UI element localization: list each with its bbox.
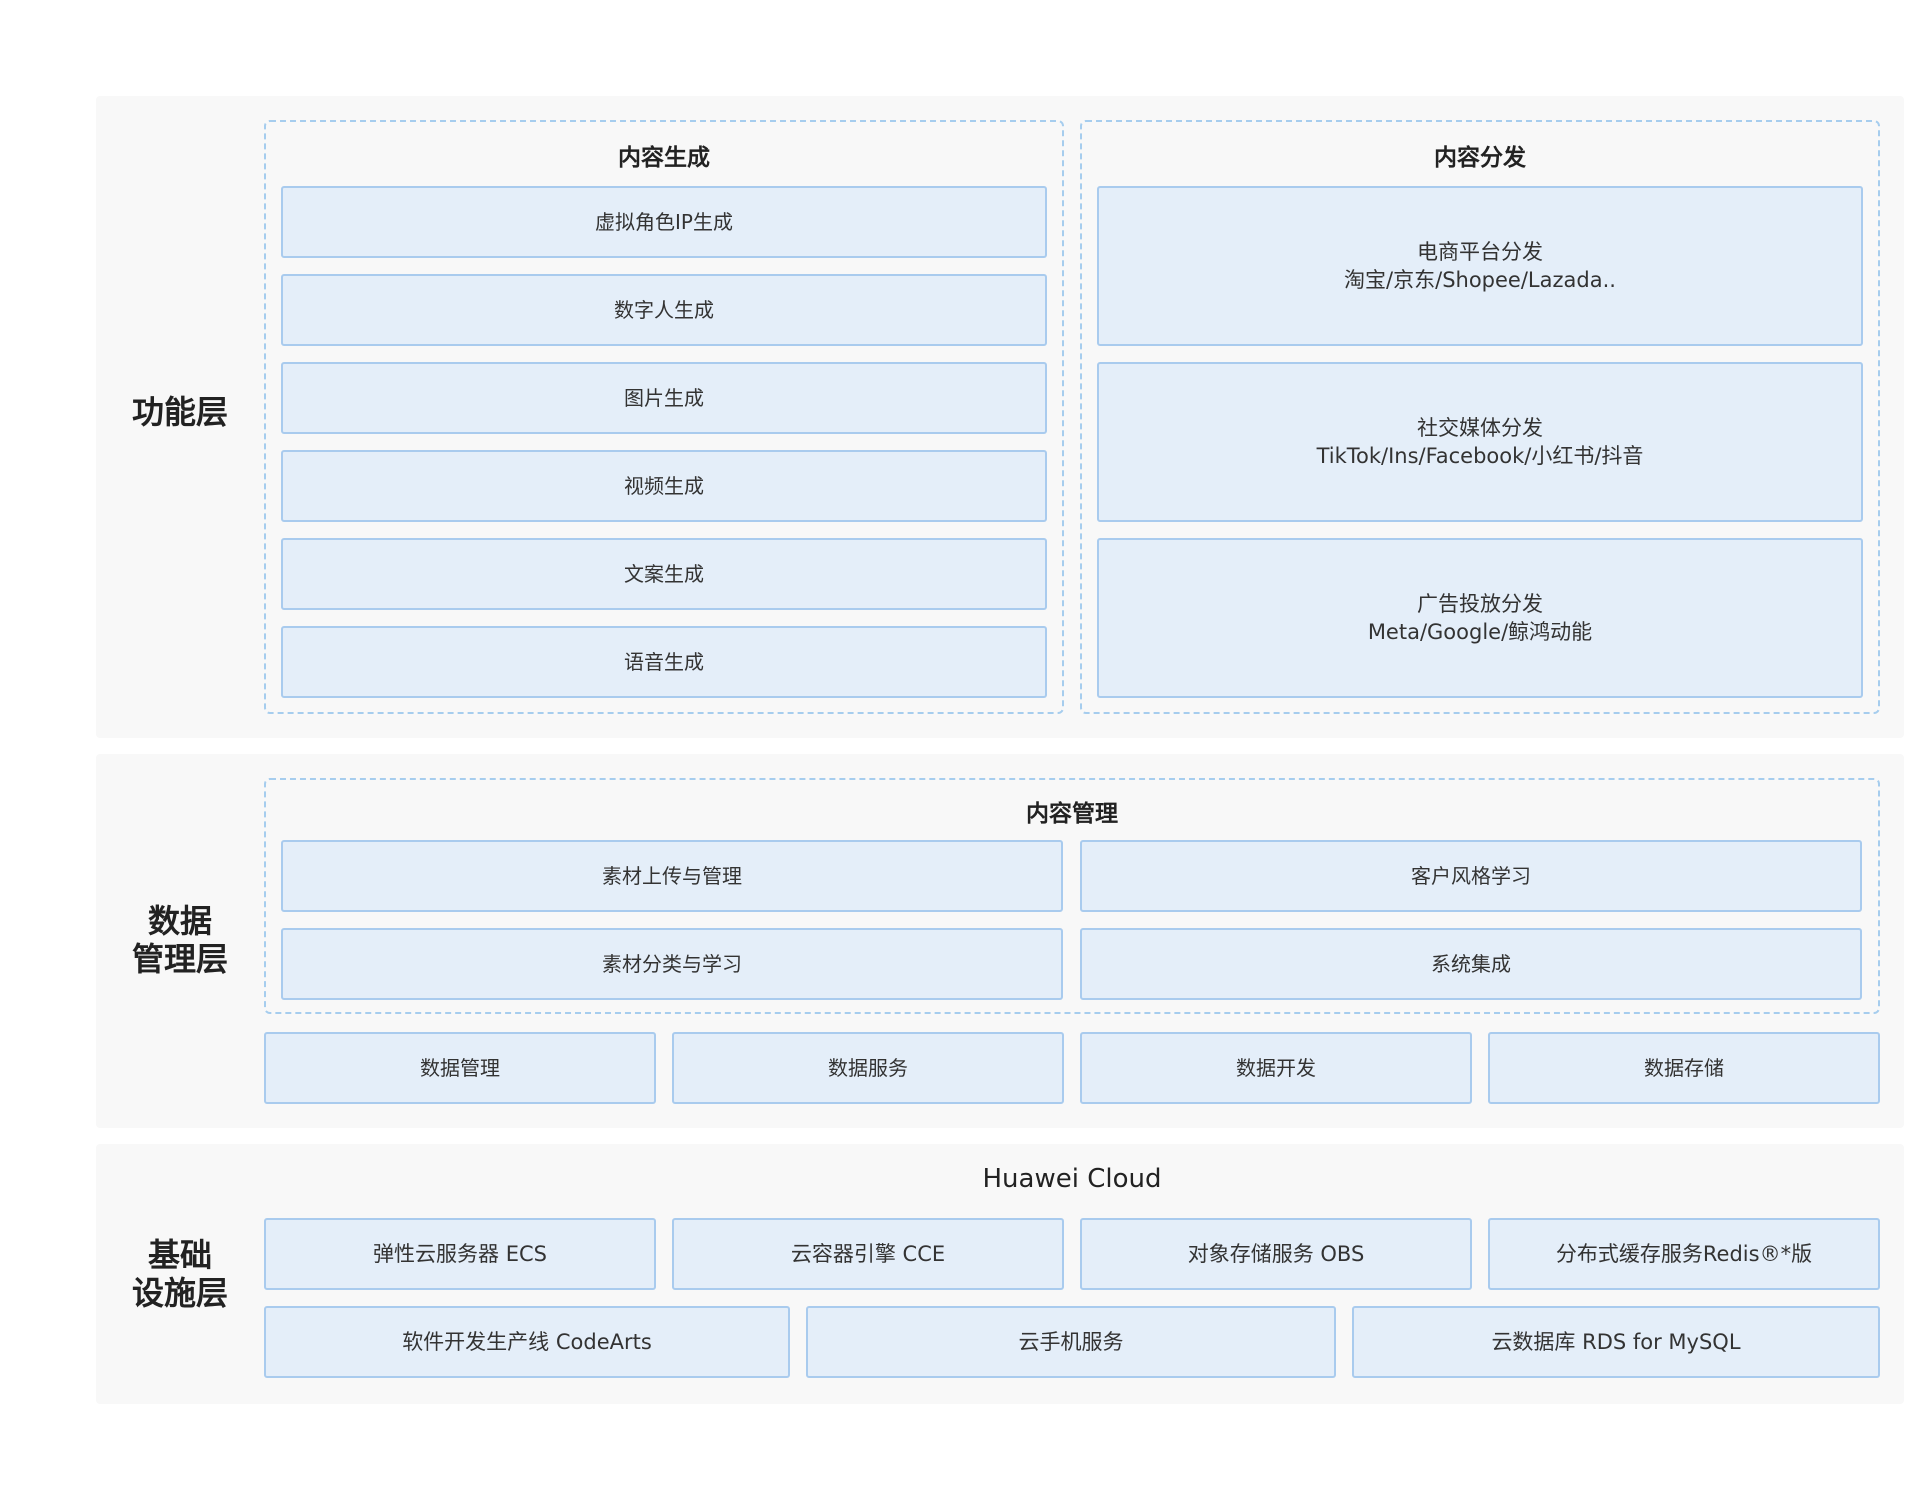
ecommerce-distribution-box: 电商平台分发 淘宝/京东/Shopee/Lazada.. bbox=[1097, 186, 1863, 346]
image-generation-box: 图片生成 bbox=[281, 362, 1047, 434]
content-generation-title: 内容生成 bbox=[618, 145, 710, 171]
voice-generation-box: 语音生成 bbox=[281, 626, 1047, 698]
data-service-box: 数据服务 bbox=[672, 1032, 1064, 1104]
content-management-title: 内容管理 bbox=[1026, 801, 1118, 827]
obs-box: 对象存储服务 OBS bbox=[1080, 1218, 1472, 1290]
copywriting-generation-box: 文案生成 bbox=[281, 538, 1047, 610]
ecs-box: 弹性云服务器 ECS bbox=[264, 1218, 656, 1290]
social-media-distribution-box: 社交媒体分发 TikTok/Ins/Facebook/小红书/抖音 bbox=[1097, 362, 1863, 522]
ad-distribution-box: 广告投放分发 Meta/Google/鲸鸿动能 bbox=[1097, 538, 1863, 698]
data-management-layer: 数据 管理层 内容管理 素材上传与管理 客户风格学习 素材分类与学习 系统集成 … bbox=[96, 754, 1904, 1128]
content-management-group: 内容管理 bbox=[264, 778, 1880, 1014]
cce-box: 云容器引擎 CCE bbox=[672, 1218, 1064, 1290]
video-generation-box: 视频生成 bbox=[281, 450, 1047, 522]
data-storage-box: 数据存储 bbox=[1488, 1032, 1880, 1104]
material-upload-box: 素材上传与管理 bbox=[281, 840, 1063, 912]
huawei-cloud-title: Huawei Cloud bbox=[982, 1164, 1162, 1194]
codearts-box: 软件开发生产线 CodeArts bbox=[264, 1306, 790, 1378]
cloud-phone-box: 云手机服务 bbox=[806, 1306, 1336, 1378]
system-integration-box: 系统集成 bbox=[1080, 928, 1862, 1000]
rds-mysql-box: 云数据库 RDS for MySQL bbox=[1352, 1306, 1880, 1378]
customer-style-learning-box: 客户风格学习 bbox=[1080, 840, 1862, 912]
redis-box: 分布式缓存服务Redis®*版 bbox=[1488, 1218, 1880, 1290]
data-management-box: 数据管理 bbox=[264, 1032, 656, 1104]
data-development-box: 数据开发 bbox=[1080, 1032, 1472, 1104]
infra-layer-label: 基础 设施层 bbox=[131, 1236, 228, 1312]
digital-human-generation-box: 数字人生成 bbox=[281, 274, 1047, 346]
content-distribution-group: 内容分发 bbox=[1080, 120, 1880, 714]
function-layer: 功能层 内容生成 虚拟角色IP生成 数字人生成 图片生成 视频生成 文案生成 语… bbox=[96, 96, 1904, 738]
virtual-ip-generation-box: 虚拟角色IP生成 bbox=[281, 186, 1047, 258]
infrastructure-layer: 基础 设施层 Huawei Cloud 弹性云服务器 ECS 云容器引擎 CCE… bbox=[96, 1144, 1904, 1404]
content-generation-group: 内容生成 bbox=[264, 120, 1064, 714]
data-layer-label: 数据 管理层 bbox=[131, 902, 228, 978]
function-layer-label: 功能层 bbox=[131, 393, 228, 431]
content-distribution-title: 内容分发 bbox=[1434, 145, 1526, 171]
material-classification-box: 素材分类与学习 bbox=[281, 928, 1063, 1000]
